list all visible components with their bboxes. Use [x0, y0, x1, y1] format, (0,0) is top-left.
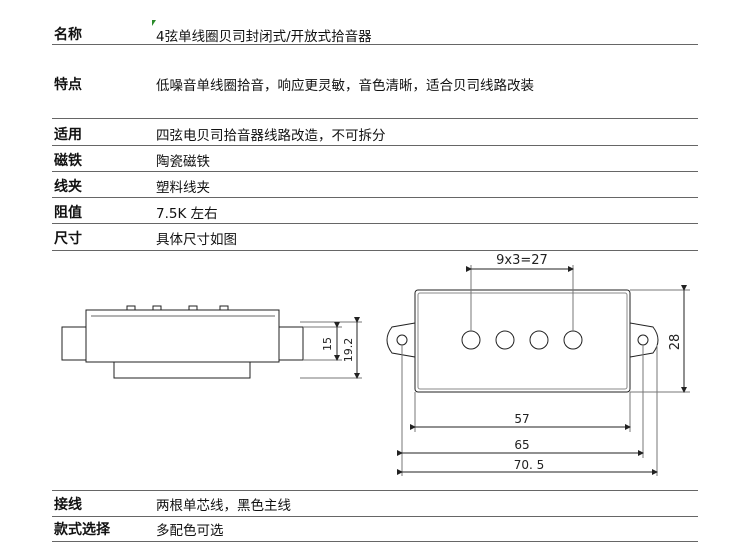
- top-view: [386, 265, 690, 476]
- spec-row-name: 名称 4弦单线圈贝司封闭式/开放式拾音器: [52, 20, 698, 45]
- spec-label: 款式选择: [54, 522, 110, 538]
- spec-label: 特点: [54, 77, 82, 93]
- spec-label: 适用: [54, 127, 82, 143]
- spec-value: 多配色可选: [156, 523, 224, 539]
- spec-row-magnet: 磁铁 陶瓷磁铁: [52, 145, 698, 172]
- green-corner-mark: [152, 20, 156, 26]
- pickup-dimension-drawing: 15 19.2 9x3=27 28 57 65 70. 5: [61, 253, 690, 476]
- spec-value: 塑料线夹: [156, 180, 210, 196]
- dim-pole-spacing: 9x3=27: [496, 253, 548, 268]
- spec-row-size: 尺寸 具体尺寸如图: [52, 223, 698, 251]
- spec-value: 四弦电贝司拾音器线路改造，不可拆分: [156, 128, 386, 144]
- spec-row-style: 款式选择 多配色可选: [52, 516, 698, 542]
- spec-value: 陶瓷磁铁: [156, 154, 210, 170]
- spec-row-wiring: 接线 两根单芯线，黑色主线: [52, 490, 698, 517]
- dim-length-70-5: 70. 5: [514, 458, 545, 472]
- dim-height-inner: 15: [321, 337, 334, 351]
- spec-row-features: 特点 低噪音单线圈拾音，响应更灵敏，音色清晰，适合贝司线路改装: [52, 44, 698, 119]
- spec-row-usage: 适用 四弦电贝司拾音器线路改造，不可拆分: [52, 118, 698, 146]
- spec-value: 低噪音单线圈拾音，响应更灵敏，音色清晰，适合贝司线路改装: [156, 78, 534, 94]
- spec-value: 7.5K 左右: [156, 206, 218, 222]
- spec-label: 磁铁: [54, 153, 82, 169]
- dim-length-65: 65: [514, 438, 529, 452]
- dim-height-outer: 19.2: [342, 338, 355, 363]
- spec-value: 4弦单线圈贝司封闭式/开放式拾音器: [156, 29, 372, 45]
- spec-label: 阻值: [54, 205, 82, 221]
- spec-row-resistance: 阻值 7.5K 左右: [52, 197, 698, 224]
- spec-label: 线夹: [54, 179, 82, 195]
- dim-width-body: 28: [668, 334, 683, 351]
- side-view: [61, 305, 362, 379]
- dim-length-57: 57: [514, 412, 529, 426]
- spec-label: 尺寸: [54, 231, 82, 247]
- spec-row-clip: 线夹 塑料线夹: [52, 171, 698, 198]
- spec-value: 两根单芯线，黑色主线: [156, 498, 291, 514]
- spec-label: 接线: [54, 497, 82, 513]
- spec-value: 具体尺寸如图: [156, 232, 237, 248]
- spec-label: 名称: [54, 27, 82, 43]
